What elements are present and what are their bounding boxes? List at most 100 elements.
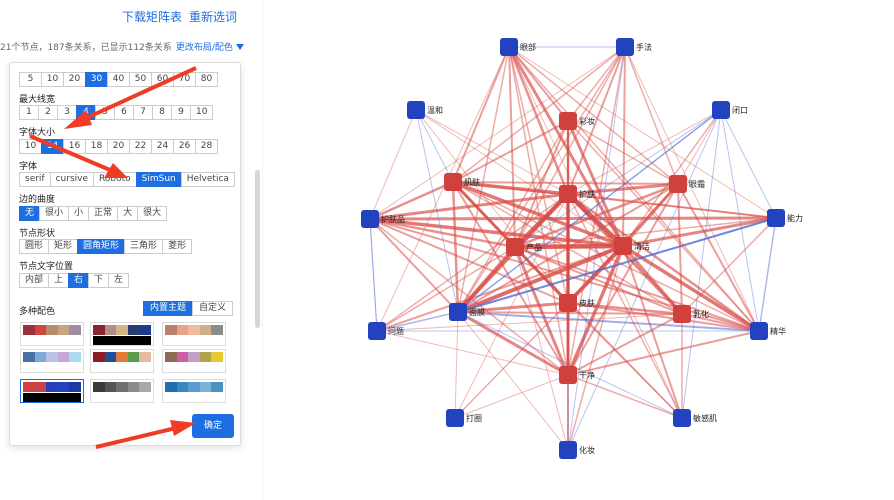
- node-shape[interactable]: [559, 366, 577, 384]
- line-width-option[interactable]: 3: [57, 105, 77, 120]
- line-width-option[interactable]: 10: [190, 105, 214, 120]
- graph-node[interactable]: 面膜: [449, 303, 485, 321]
- node-shape-option[interactable]: 圆角矩形: [77, 239, 126, 254]
- chevron-down-icon[interactable]: [235, 44, 244, 50]
- line-width-option[interactable]: 9: [171, 105, 191, 120]
- graph-node[interactable]: 清洁: [614, 237, 650, 255]
- graph-node[interactable]: 肌肤: [444, 173, 480, 191]
- node-count-option[interactable]: 40: [107, 72, 130, 87]
- line-width-option[interactable]: 5: [95, 105, 115, 120]
- download-matrix-link[interactable]: 下载矩阵表: [122, 10, 183, 24]
- graph-canvas[interactable]: 眼部手法温和闭口彩妆肌肤眼霜护肤护肤品能力产品清洁问题面膜皮肤乳化精华干净打圈敏…: [263, 0, 808, 462]
- font-size-option[interactable]: 20: [107, 139, 130, 154]
- palette-swatch[interactable]: [20, 379, 84, 403]
- graph-node[interactable]: 精华: [750, 322, 786, 340]
- graph-node[interactable]: 打圈: [446, 409, 482, 427]
- graph-node[interactable]: 眼部: [500, 38, 536, 56]
- theme-tab[interactable]: 自定义: [192, 301, 234, 316]
- node-shape[interactable]: [559, 185, 577, 203]
- node-shape[interactable]: [673, 409, 691, 427]
- palette-swatch[interactable]: [162, 379, 226, 403]
- node-shape[interactable]: [361, 210, 379, 228]
- line-width-option[interactable]: 2: [38, 105, 58, 120]
- theme-tab[interactable]: 内置主题: [143, 301, 194, 316]
- node-shape[interactable]: [368, 322, 386, 340]
- node-shape[interactable]: [446, 409, 464, 427]
- line-width-option[interactable]: 4: [76, 105, 96, 120]
- palette-swatch[interactable]: [90, 379, 154, 403]
- graph-node[interactable]: 问题: [368, 322, 404, 340]
- text-position-option[interactable]: 右: [68, 273, 90, 288]
- font-option[interactable]: serif: [19, 172, 51, 187]
- node-count-option[interactable]: 10: [41, 72, 64, 87]
- node-shape-option[interactable]: 矩形: [48, 239, 79, 254]
- node-shape[interactable]: [614, 237, 632, 255]
- graph-node[interactable]: 乳化: [673, 305, 709, 323]
- reselect-words-link[interactable]: 重新选词: [189, 10, 238, 24]
- node-shape[interactable]: [559, 112, 577, 130]
- node-shape-option[interactable]: 圆形: [19, 239, 50, 254]
- text-position-option[interactable]: 下: [88, 273, 110, 288]
- line-width-option[interactable]: 6: [114, 105, 134, 120]
- font-size-option[interactable]: 18: [85, 139, 108, 154]
- node-shape[interactable]: [407, 101, 425, 119]
- palette-swatch[interactable]: [20, 322, 84, 346]
- font-size-option[interactable]: 28: [195, 139, 218, 154]
- font-size-option[interactable]: 14: [41, 139, 64, 154]
- change-layout-link[interactable]: 更改布局/配色: [175, 43, 233, 53]
- network-graph[interactable]: 眼部手法温和闭口彩妆肌肤眼霜护肤护肤品能力产品清洁问题面膜皮肤乳化精华干净打圈敏…: [263, 0, 808, 462]
- text-position-option[interactable]: 左: [108, 273, 130, 288]
- node-count-option[interactable]: 70: [173, 72, 196, 87]
- node-shape[interactable]: [559, 294, 577, 312]
- graph-node[interactable]: 护肤品: [361, 210, 405, 228]
- scrollbar[interactable]: [255, 170, 260, 328]
- line-width-option[interactable]: 1: [19, 105, 39, 120]
- font-option[interactable]: cursive: [49, 172, 95, 187]
- node-shape[interactable]: [673, 305, 691, 323]
- graph-node[interactable]: 手法: [616, 38, 652, 56]
- graph-node[interactable]: 化妆: [559, 441, 595, 459]
- text-position-option[interactable]: 内部: [19, 273, 50, 288]
- font-size-option[interactable]: 10: [19, 139, 42, 154]
- font-size-option[interactable]: 24: [151, 139, 174, 154]
- graph-node[interactable]: 产品: [506, 238, 542, 256]
- graph-node[interactable]: 闭口: [712, 101, 748, 119]
- node-shape[interactable]: [616, 38, 634, 56]
- font-size-option[interactable]: 22: [129, 139, 152, 154]
- graph-node[interactable]: 彩妆: [559, 112, 595, 130]
- node-shape[interactable]: [750, 322, 768, 340]
- edge-curve-option[interactable]: 正常: [88, 206, 119, 221]
- font-size-option[interactable]: 16: [63, 139, 86, 154]
- node-shape-option[interactable]: 菱形: [162, 239, 193, 254]
- graph-node[interactable]: 温和: [407, 101, 443, 119]
- text-position-option[interactable]: 上: [48, 273, 70, 288]
- graph-node[interactable]: 眼霜: [669, 175, 705, 193]
- node-shape[interactable]: [500, 38, 518, 56]
- graph-node[interactable]: 干净: [559, 366, 595, 384]
- edge-curve-option[interactable]: 无: [19, 206, 41, 221]
- graph-node[interactable]: 能力: [767, 209, 803, 227]
- node-count-option[interactable]: 60: [151, 72, 174, 87]
- palette-swatch[interactable]: [20, 349, 84, 373]
- edge-curve-option[interactable]: 大: [117, 206, 139, 221]
- palette-swatch[interactable]: [90, 349, 154, 373]
- graph-node[interactable]: 皮肤: [559, 294, 595, 312]
- node-shape[interactable]: [449, 303, 467, 321]
- node-count-option[interactable]: 80: [195, 72, 218, 87]
- node-shape-option[interactable]: 三角形: [124, 239, 164, 254]
- node-count-option[interactable]: 20: [63, 72, 86, 87]
- node-shape[interactable]: [669, 175, 687, 193]
- font-option[interactable]: Helvetica: [180, 172, 235, 187]
- node-shape[interactable]: [767, 209, 785, 227]
- node-count-option[interactable]: 50: [129, 72, 152, 87]
- palette-swatch[interactable]: [90, 322, 154, 346]
- edge-curve-option[interactable]: 很大: [137, 206, 168, 221]
- edge-curve-option[interactable]: 很小: [39, 206, 70, 221]
- node-shape[interactable]: [712, 101, 730, 119]
- palette-swatch[interactable]: [162, 349, 226, 373]
- edge-curve-option[interactable]: 小: [68, 206, 90, 221]
- node-count-option[interactable]: 5: [19, 72, 42, 87]
- node-shape[interactable]: [506, 238, 524, 256]
- font-option[interactable]: Roboto: [93, 172, 137, 187]
- font-option[interactable]: SimSun: [135, 172, 182, 187]
